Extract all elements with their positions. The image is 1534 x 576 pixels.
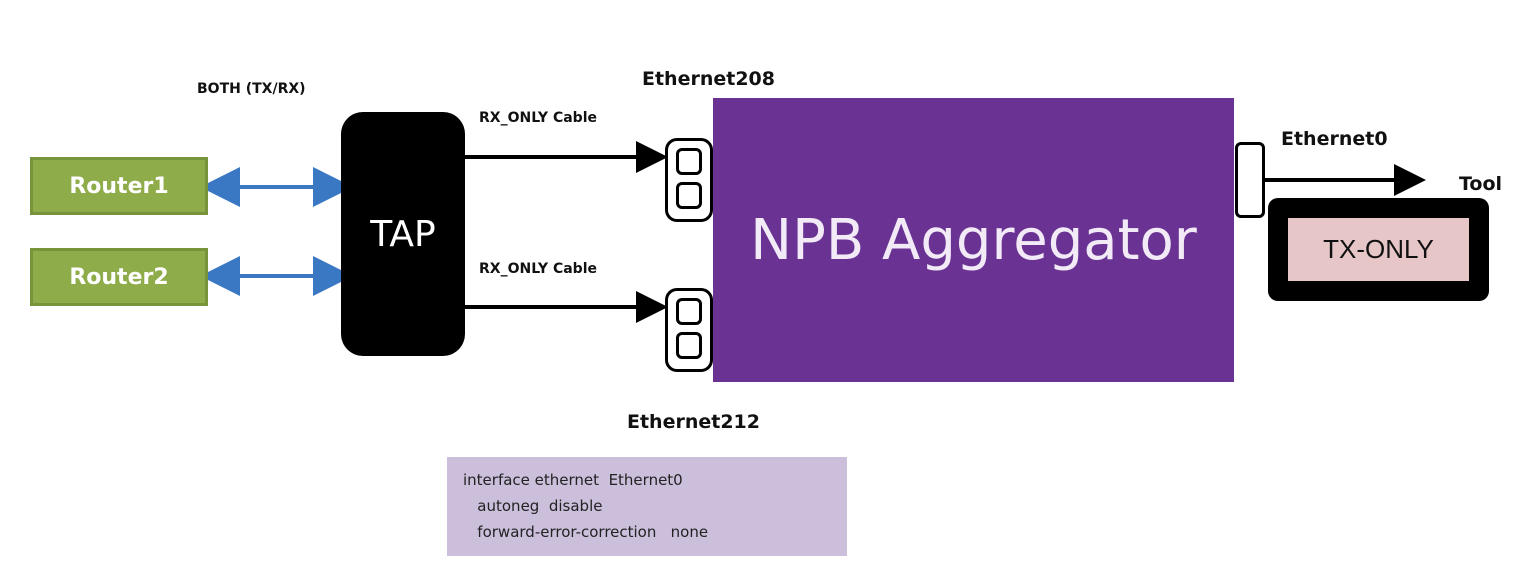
ethernet212-port-group (665, 288, 713, 372)
port-lower (676, 182, 702, 209)
router1-label: Router1 (69, 173, 169, 199)
router1-box: Router1 (30, 157, 208, 215)
router2-box: Router2 (30, 248, 208, 306)
ethernet208-port-group (665, 138, 713, 222)
tx-only-label: TX-ONLY (1288, 218, 1469, 281)
tap-box: TAP (341, 112, 465, 356)
npb-aggregator-label: NPB Aggregator (750, 207, 1197, 273)
ethernet212-label: Ethernet212 (627, 411, 760, 433)
cable-top-label: RX_ONLY Cable (479, 110, 597, 126)
tap-label: TAP (370, 213, 436, 255)
npb-aggregator-box: NPB Aggregator (713, 98, 1234, 382)
config-line: interface ethernet Ethernet0 (463, 471, 683, 489)
cable-bottom-label: RX_ONLY Cable (479, 261, 597, 277)
config-line: autoneg disable (463, 497, 603, 515)
config-snippet: interface ethernet Ethernet0 autoneg dis… (447, 457, 847, 556)
ethernet208-label: Ethernet208 (642, 68, 775, 90)
both-label: BOTH (TX/RX) (197, 81, 306, 97)
tool-label: Tool (1459, 173, 1503, 195)
config-line: forward-error-correction none (463, 523, 709, 541)
tool-box: TX-ONLY (1268, 198, 1489, 301)
ethernet0-label: Ethernet0 (1281, 128, 1388, 150)
port-upper (676, 298, 702, 325)
port-lower (676, 332, 702, 359)
router2-label: Router2 (69, 264, 169, 290)
port-upper (676, 148, 702, 175)
ethernet0-port (1235, 142, 1265, 218)
